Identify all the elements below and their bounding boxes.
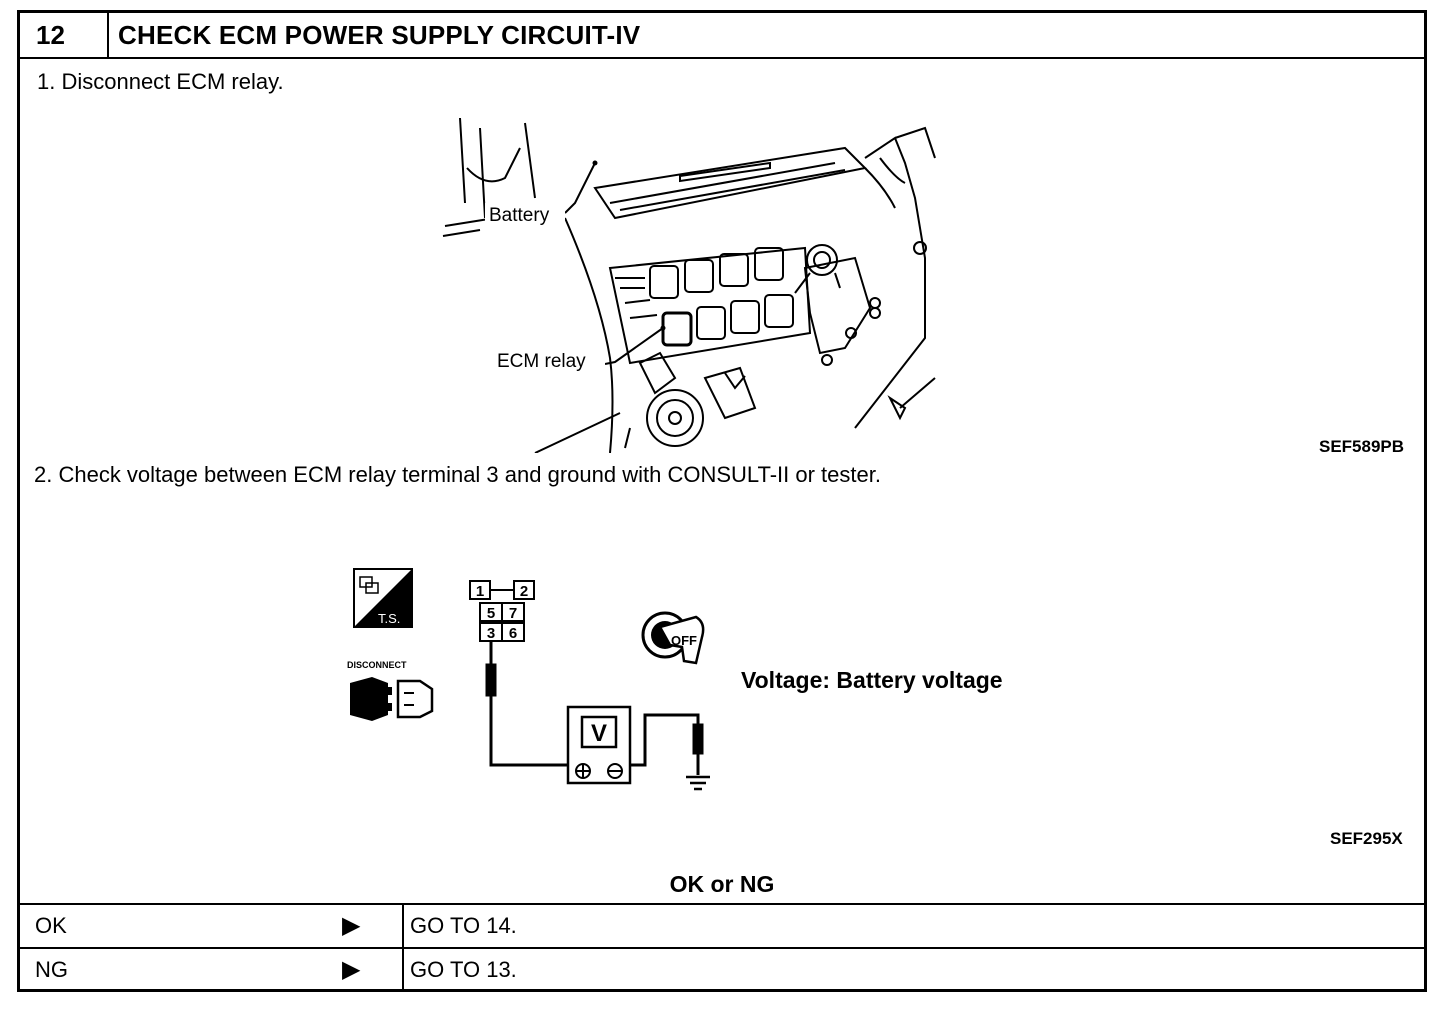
arrow-icon: ▶ <box>342 956 361 983</box>
figure-1-code: SEF589PB <box>1319 437 1405 456</box>
procedure-box: 12 CHECK ECM POWER SUPPLY CIRCUIT-IV 1. … <box>17 10 1427 992</box>
procedure-title: CHECK ECM POWER SUPPLY CIRCUIT-IV <box>118 20 641 50</box>
engine-compartment-illustration: Battery ECM relay <box>442 117 936 453</box>
terminal-1: 1 <box>476 583 484 600</box>
voltage-spec: Voltage: Battery voltage <box>741 667 1003 693</box>
terminal-5: 5 <box>487 605 495 622</box>
ts-icon: T.S. <box>353 568 413 628</box>
figure-2-code: SEF295X <box>1330 829 1403 848</box>
result-label-ng: NG <box>35 957 68 982</box>
result-action-ok: GO TO 14. <box>410 913 517 938</box>
ignition-key-icon: OFF <box>641 611 705 665</box>
result-label-ok: OK <box>35 913 67 938</box>
result-prompt: OK or NG <box>669 871 775 897</box>
step-number: 12 <box>20 13 109 57</box>
disconnect-icon: DISCONNECT <box>347 660 434 721</box>
voltage-test-schematic: T.S. DISCONNECT 1 2 5 7 3 6 <box>347 568 710 791</box>
ecm-relay-callout: ECM relay <box>497 351 586 372</box>
key-off-label: OFF <box>671 633 697 648</box>
terminal-7: 7 <box>509 605 517 622</box>
result-action-ng: GO TO 13. <box>410 957 517 982</box>
terminal-6: 6 <box>509 625 517 642</box>
disconnect-label: DISCONNECT <box>347 660 407 670</box>
column-divider <box>402 905 404 947</box>
terminal-3: 3 <box>487 625 495 642</box>
column-divider <box>402 949 404 991</box>
ground-icon <box>686 775 710 791</box>
result-row-ok: OK ▶ GO TO 14. <box>20 903 1424 947</box>
battery-callout: Battery <box>489 205 550 226</box>
step-2-text: 2. Check voltage between ECM relay termi… <box>34 462 881 487</box>
meter-label: V <box>591 720 607 747</box>
result-row-ng: NG ▶ GO TO 13. <box>20 947 1424 991</box>
procedure-header: 12 CHECK ECM POWER SUPPLY CIRCUIT-IV <box>20 13 1424 59</box>
relay-terminal-block: 1 2 5 7 3 6 <box>469 580 535 642</box>
step-1-text: 1. Disconnect ECM relay. <box>37 69 284 94</box>
ts-label: T.S. <box>378 611 400 626</box>
arrow-icon: ▶ <box>342 912 361 939</box>
terminal-2: 2 <box>520 583 528 600</box>
voltmeter: V <box>566 705 632 785</box>
